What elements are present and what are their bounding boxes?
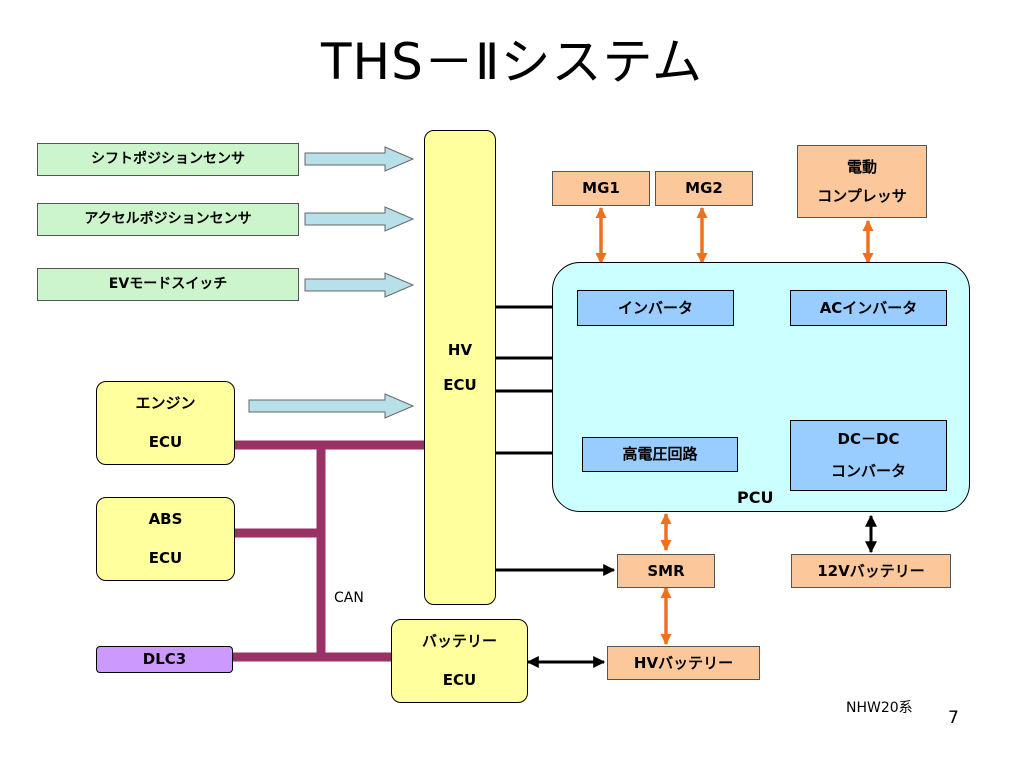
- inverter-box: インバータ: [577, 290, 734, 326]
- dcdc-converter-box: DC－DC コンバータ: [790, 420, 947, 491]
- abs-ecu-line1: ABS: [148, 510, 183, 528]
- high-voltage-circuit-label: 高電圧回路: [622, 445, 698, 464]
- dlc3-label: DLC3: [142, 650, 187, 669]
- hv-battery-label: HVバッテリー: [633, 653, 734, 672]
- shift-position-sensor: シフトポジションセンサ: [37, 143, 299, 176]
- inverter-label: インバータ: [617, 298, 693, 317]
- dlc3-connector: DLC3: [96, 646, 233, 673]
- high-voltage-circuit-box: 高電圧回路: [582, 437, 738, 472]
- battery-12v-box: 12Vバッテリー: [791, 554, 951, 588]
- page-number: 7: [948, 708, 959, 728]
- hv-ecu-line2: ECU: [443, 375, 477, 394]
- smr-label: SMR: [647, 561, 685, 580]
- model-label: NHW20系: [846, 700, 913, 716]
- can-bus: [233, 440, 424, 662]
- can-label: CAN: [334, 590, 364, 606]
- ev-mode-switch: EVモードスイッチ: [37, 268, 299, 301]
- smr-box: SMR: [617, 554, 715, 588]
- mg1-box: MG1: [552, 171, 650, 206]
- hv-ecu-line1: HV: [447, 341, 473, 359]
- accel-position-sensor-label: アクセルポジションセンサ: [84, 210, 252, 227]
- engine-ecu-line2: ECU: [148, 433, 183, 451]
- ev-mode-switch-label: EVモードスイッチ: [108, 275, 228, 292]
- mg1-label: MG1: [582, 179, 620, 198]
- engine-ecu-line1: エンジン: [135, 394, 196, 412]
- pcu-label: PCU: [737, 488, 774, 507]
- battery-ecu: バッテリー ECU: [391, 619, 528, 703]
- orange-double-arrows: [595, 206, 874, 646]
- abs-ecu-line2: ECU: [148, 549, 183, 567]
- accel-position-sensor: アクセルポジションセンサ: [37, 203, 299, 236]
- ac-inverter-box: ACインバータ: [790, 290, 947, 326]
- electric-compressor-line1: 電動: [846, 158, 877, 176]
- battery-ecu-line1: バッテリー: [421, 632, 497, 650]
- dcdc-converter-line2: コンバータ: [830, 461, 906, 480]
- dcdc-converter-line1: DC－DC: [837, 430, 900, 448]
- ac-inverter-label: ACインバータ: [819, 298, 918, 317]
- battery-ecu-line2: ECU: [442, 671, 477, 689]
- hv-ecu: HV ECU: [424, 130, 496, 605]
- hv-battery-box: HVバッテリー: [607, 646, 760, 680]
- electric-compressor: 電動 コンプレッサ: [797, 145, 927, 218]
- abs-ecu: ABS ECU: [96, 497, 235, 581]
- page-title: THS－Ⅱシステム: [321, 33, 703, 91]
- electric-compressor-line2: コンプレッサ: [817, 186, 907, 205]
- sensor-input-arrows: [248, 146, 415, 419]
- mg2-label: MG2: [685, 179, 723, 198]
- battery-12v-label: 12Vバッテリー: [817, 561, 925, 580]
- engine-ecu: エンジン ECU: [96, 381, 235, 465]
- shift-position-sensor-label: シフトポジションセンサ: [91, 150, 245, 167]
- mg2-box: MG2: [655, 171, 753, 206]
